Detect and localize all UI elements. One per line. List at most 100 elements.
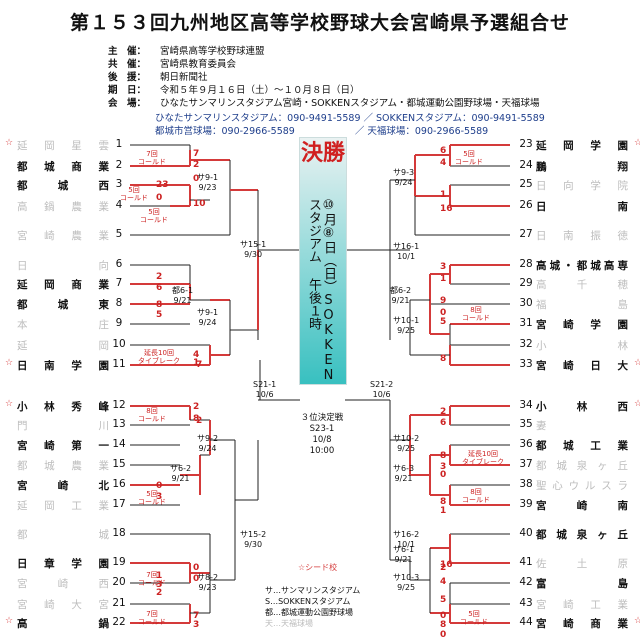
result-note: 5回 コールド: [120, 186, 148, 202]
team-name: 都城東: [17, 299, 109, 311]
venue-legend-1: サ…サンマリンスタジアム: [265, 586, 361, 595]
third-place-time: 10:00: [309, 446, 335, 456]
score-value: 4: [440, 577, 447, 587]
score-value: 0: [156, 481, 163, 491]
third-place-id: S23-1: [309, 424, 335, 434]
score-value: 8: [440, 354, 447, 364]
team-name: 宮崎北: [17, 480, 109, 492]
team-number: 34: [519, 399, 533, 411]
game-date: 9/21: [173, 296, 192, 305]
team-number: 44: [519, 616, 533, 628]
game-date: 9/21: [394, 555, 413, 564]
team-number: 10: [112, 338, 126, 350]
team-name: 日南: [536, 201, 628, 213]
score-value: 4: [193, 350, 200, 360]
score-value: 0: [440, 611, 447, 621]
score-value: 2: [193, 402, 200, 412]
team-name: 宮崎農業: [17, 230, 109, 242]
seed-star-icon: ☆: [634, 138, 640, 148]
game-date: 9/21: [394, 474, 413, 483]
score-value: 8: [193, 414, 200, 424]
contact-line-2: 都城市営球場：090-2966-5589 ／ 天福球場：090-2966-558…: [155, 126, 489, 137]
team-name: 日向: [17, 260, 109, 272]
score-value: 8: [440, 451, 447, 461]
team-number: 21: [112, 597, 126, 609]
team-number: 27: [519, 228, 533, 240]
game-date: 9/30: [244, 540, 263, 549]
team-number: 33: [519, 358, 533, 370]
game-id: サ10-2: [393, 434, 420, 443]
team-name: 宮崎学園: [536, 319, 628, 331]
game-date: 9/25: [397, 583, 416, 592]
score-value: 0: [440, 630, 447, 640]
score-value: 5: [156, 310, 163, 320]
game-id: サ15-1: [240, 240, 267, 249]
score-value: 1: [440, 190, 447, 200]
seed-star-icon: ☆: [5, 616, 14, 626]
venue-legend-4: 天…天福球場: [265, 619, 313, 628]
team-name: 本庄: [17, 319, 109, 331]
game-id: S21-2: [370, 380, 394, 389]
final-banner: 決勝 ⑩月⑧日（日）SOKKENスタジアム 午後１時: [299, 137, 347, 385]
team-number: 11: [112, 358, 126, 370]
team-row: 宮崎農業 5: [17, 228, 129, 242]
score-value: 1: [440, 274, 447, 284]
seed-star-icon: ☆: [634, 616, 640, 626]
result-note: 7回 コールド: [138, 571, 166, 587]
score-value: 6: [440, 146, 447, 156]
contact-line-1: ひなたサンマリンスタジアム：090-9491-5589 ／ SOKKENスタジア…: [155, 113, 545, 124]
team-name: 宮崎第一: [17, 440, 109, 452]
score-value: 8: [440, 620, 447, 630]
score-value: 6: [440, 418, 447, 428]
score-value: 16: [440, 204, 453, 214]
team-number: 9: [115, 317, 123, 329]
game-date: 9/21: [391, 296, 410, 305]
team-name: 都城: [17, 529, 109, 541]
team-name: 都城工業: [536, 440, 628, 452]
team-name: 延岡: [17, 340, 109, 352]
team-number: 37: [519, 458, 533, 470]
team-name: 小林: [536, 340, 628, 352]
game-date: 9/30: [244, 250, 263, 259]
game-date: 9/23: [198, 183, 217, 192]
result-note: 7回 コールド: [138, 150, 166, 166]
team-name: 日南学園: [17, 360, 109, 372]
team-number: 30: [519, 297, 533, 309]
team-number: 5: [115, 228, 123, 240]
game-date: 9/25: [397, 444, 416, 453]
result-note: 8回 コールド: [462, 488, 490, 504]
team-name: 小林西: [536, 401, 628, 413]
team-name: 高鍋農業: [17, 201, 109, 213]
team-name: 日南振徳: [536, 230, 628, 242]
score-value: 2: [440, 407, 447, 417]
team-number: 35: [519, 418, 533, 430]
seed-star-icon: ☆: [5, 358, 14, 368]
